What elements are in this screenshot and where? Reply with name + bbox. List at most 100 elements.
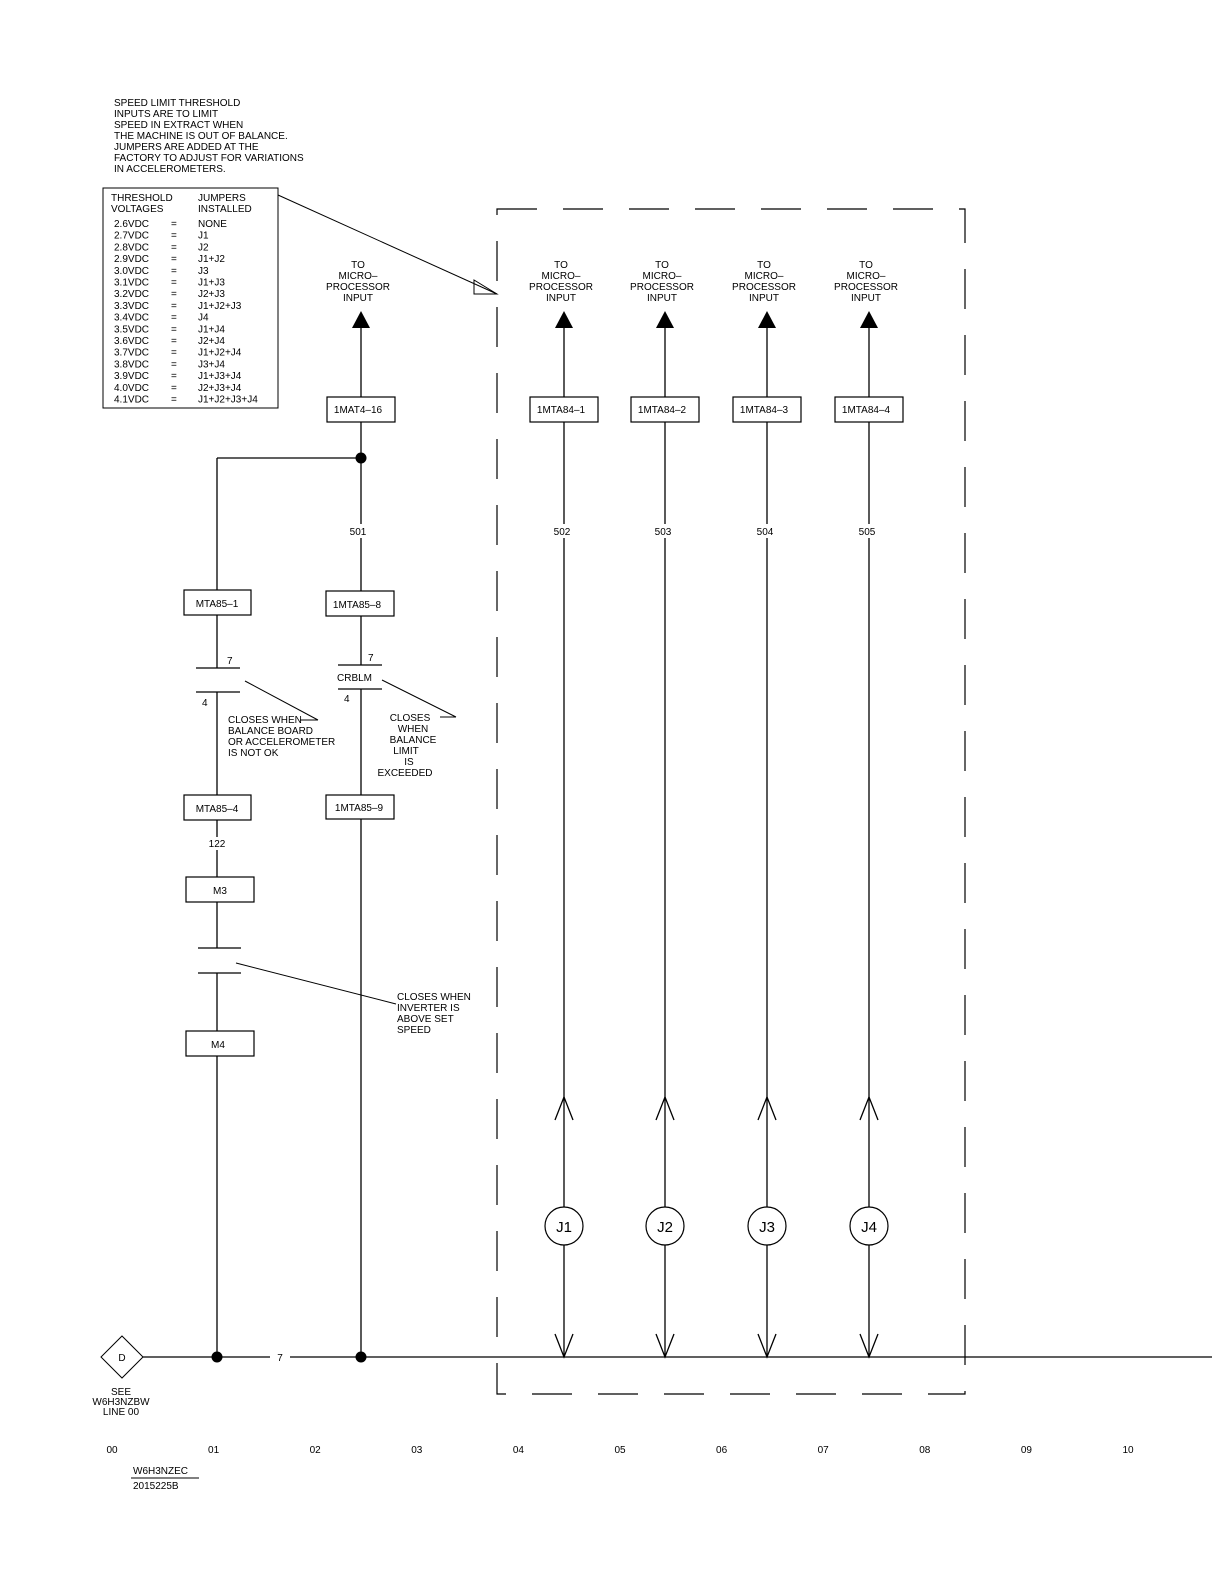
table-equals: = (171, 371, 177, 382)
mid-contact-note: EXCEEDED (377, 768, 432, 779)
micro-input-label: INPUT (343, 293, 373, 304)
micro-input-label: MICRO– (339, 271, 378, 282)
table-jumpers: J1+J2+J3 (198, 301, 242, 312)
table-jumpers: J2+J3 (198, 289, 225, 300)
contact-name-bg (335, 671, 375, 684)
input-arrow-icon (758, 311, 776, 328)
line-number: 07 (818, 1445, 830, 1456)
table-jumpers: J1 (198, 231, 209, 242)
jumper-arrow-up-icon (655, 1095, 675, 1121)
table-voltage: 4.1VDC (114, 395, 149, 406)
terminal-label: 1MTA84–1 (537, 405, 586, 416)
table-voltage: 2.9VDC (114, 254, 149, 265)
drawing-id: W6H3NZEC (133, 1466, 188, 1477)
wire-label-bg (653, 524, 677, 538)
note-leader (244, 680, 319, 721)
terminal-label: 1MTA85–9 (335, 803, 384, 814)
wire-number: 501 (350, 527, 367, 538)
left-branch: MTA85–1 7 4 CLOSES WHEN BALANCE BOARD OR… (183, 457, 471, 1357)
jumper-arrow-up-icon (757, 1095, 777, 1121)
see-reference: SEE (111, 1387, 131, 1398)
table-jumpers: J1+J3+J4 (198, 371, 242, 382)
see-reference: W6H3NZBW (92, 1397, 150, 1408)
table-jumpers: J3 (198, 266, 209, 277)
line-number: 08 (919, 1445, 931, 1456)
junction-dot (355, 1351, 367, 1363)
terminal-1mta85-8 (325, 590, 395, 617)
jumper-arrow-up-icon (859, 1095, 879, 1121)
table-header-voltages: THRESHOLD (111, 193, 173, 204)
contact-terminal-top: 7 (227, 656, 233, 667)
table-jumpers: J1+J2+J4 (198, 348, 242, 359)
connector-d-label: D (118, 1353, 125, 1364)
terminal-mta85-1 (183, 589, 252, 616)
note-line: FACTORY TO ADJUST FOR VARIATIONS (114, 153, 304, 164)
note-leader (235, 962, 397, 1005)
table-jumpers: J1+J3 (198, 278, 225, 289)
table-equals: = (171, 231, 177, 242)
mid-branch: 1MTA85–8 7 CRBLM 4 CLOSES WHEN BALANCE L… (325, 590, 457, 1357)
table-voltage: 3.6VDC (114, 336, 149, 347)
line-number: 10 (1122, 1445, 1134, 1456)
relay-m3 (185, 876, 255, 903)
terminal-box (326, 396, 396, 423)
micro-input-label: PROCESSOR (326, 282, 390, 293)
left-contact-note: CLOSES WHEN (228, 715, 302, 726)
table-equals: = (171, 266, 177, 277)
terminal-label: 1MTA84–4 (842, 405, 891, 416)
micro-input-label: TO (655, 260, 669, 271)
terminal-box (834, 396, 904, 423)
micro-input-label: INPUT (647, 293, 677, 304)
table-jumpers: J2+J4 (198, 336, 225, 347)
table-voltage: 3.5VDC (114, 324, 149, 335)
line-number: 03 (411, 1445, 423, 1456)
table-equals: = (171, 219, 177, 230)
wire-label-bg (208, 837, 226, 850)
micro-input-label: MICRO– (643, 271, 682, 282)
left-contact-note: OR ACCELEROMETER (228, 737, 335, 748)
line-number: 02 (310, 1445, 322, 1456)
micro-input-label: TO (859, 260, 873, 271)
table-voltage: 2.7VDC (114, 231, 149, 242)
table-jumpers: J2+J3+J4 (198, 383, 242, 394)
table-equals: = (171, 313, 177, 324)
table-jumpers: J1+J4 (198, 324, 225, 335)
note-line: IN ACCELEROMETERS. (114, 164, 226, 175)
microprocessor-branches: TOMICRO–PROCESSORINPUT1MAT4–16501TOMICRO… (326, 260, 904, 1359)
jumper-circle (849, 1206, 889, 1246)
line-number: 00 (106, 1445, 118, 1456)
jumper-arrow-up-icon (554, 1095, 574, 1121)
terminal-1mta85-9 (325, 794, 395, 820)
terminal-label: MTA85–1 (196, 599, 239, 610)
micro-input-label: PROCESSOR (529, 282, 593, 293)
threshold-table-border (102, 187, 279, 409)
drawing-number: 2015225B (133, 1481, 179, 1492)
mid-contact-note: IS (404, 757, 414, 768)
jumper-label: J1 (556, 1219, 572, 1236)
table-jumpers: NONE (198, 219, 227, 230)
left-contact-note: BALANCE BOARD (228, 726, 313, 737)
micro-input-label: MICRO– (542, 271, 581, 282)
junction-dot (211, 1351, 223, 1363)
table-equals: = (171, 348, 177, 359)
input-arrow-icon (352, 311, 370, 328)
mid-contact-note: WHEN (398, 724, 429, 735)
micro-input-label: INPUT (851, 293, 881, 304)
note-line: JUMPERS ARE ADDED AT THE (114, 142, 259, 153)
micro-input-label: INPUT (546, 293, 576, 304)
relay-label: M3 (213, 886, 227, 897)
table-equals: = (171, 359, 177, 370)
table-voltage: 3.4VDC (114, 313, 149, 324)
note-line: SPEED LIMIT THRESHOLD (114, 98, 240, 109)
m-contact-note: CLOSES WHEN (397, 992, 471, 1003)
table-voltage: 3.2VDC (114, 289, 149, 300)
micro-input-label: PROCESSOR (834, 282, 898, 293)
line-number: 04 (513, 1445, 525, 1456)
table-equals: = (171, 383, 177, 394)
table-equals: = (171, 278, 177, 289)
m-contact-note: ABOVE SET (397, 1014, 454, 1025)
input-arrow-icon (860, 311, 878, 328)
terminal-label: 1MTA84–3 (740, 405, 789, 416)
table-equals: = (171, 395, 177, 406)
